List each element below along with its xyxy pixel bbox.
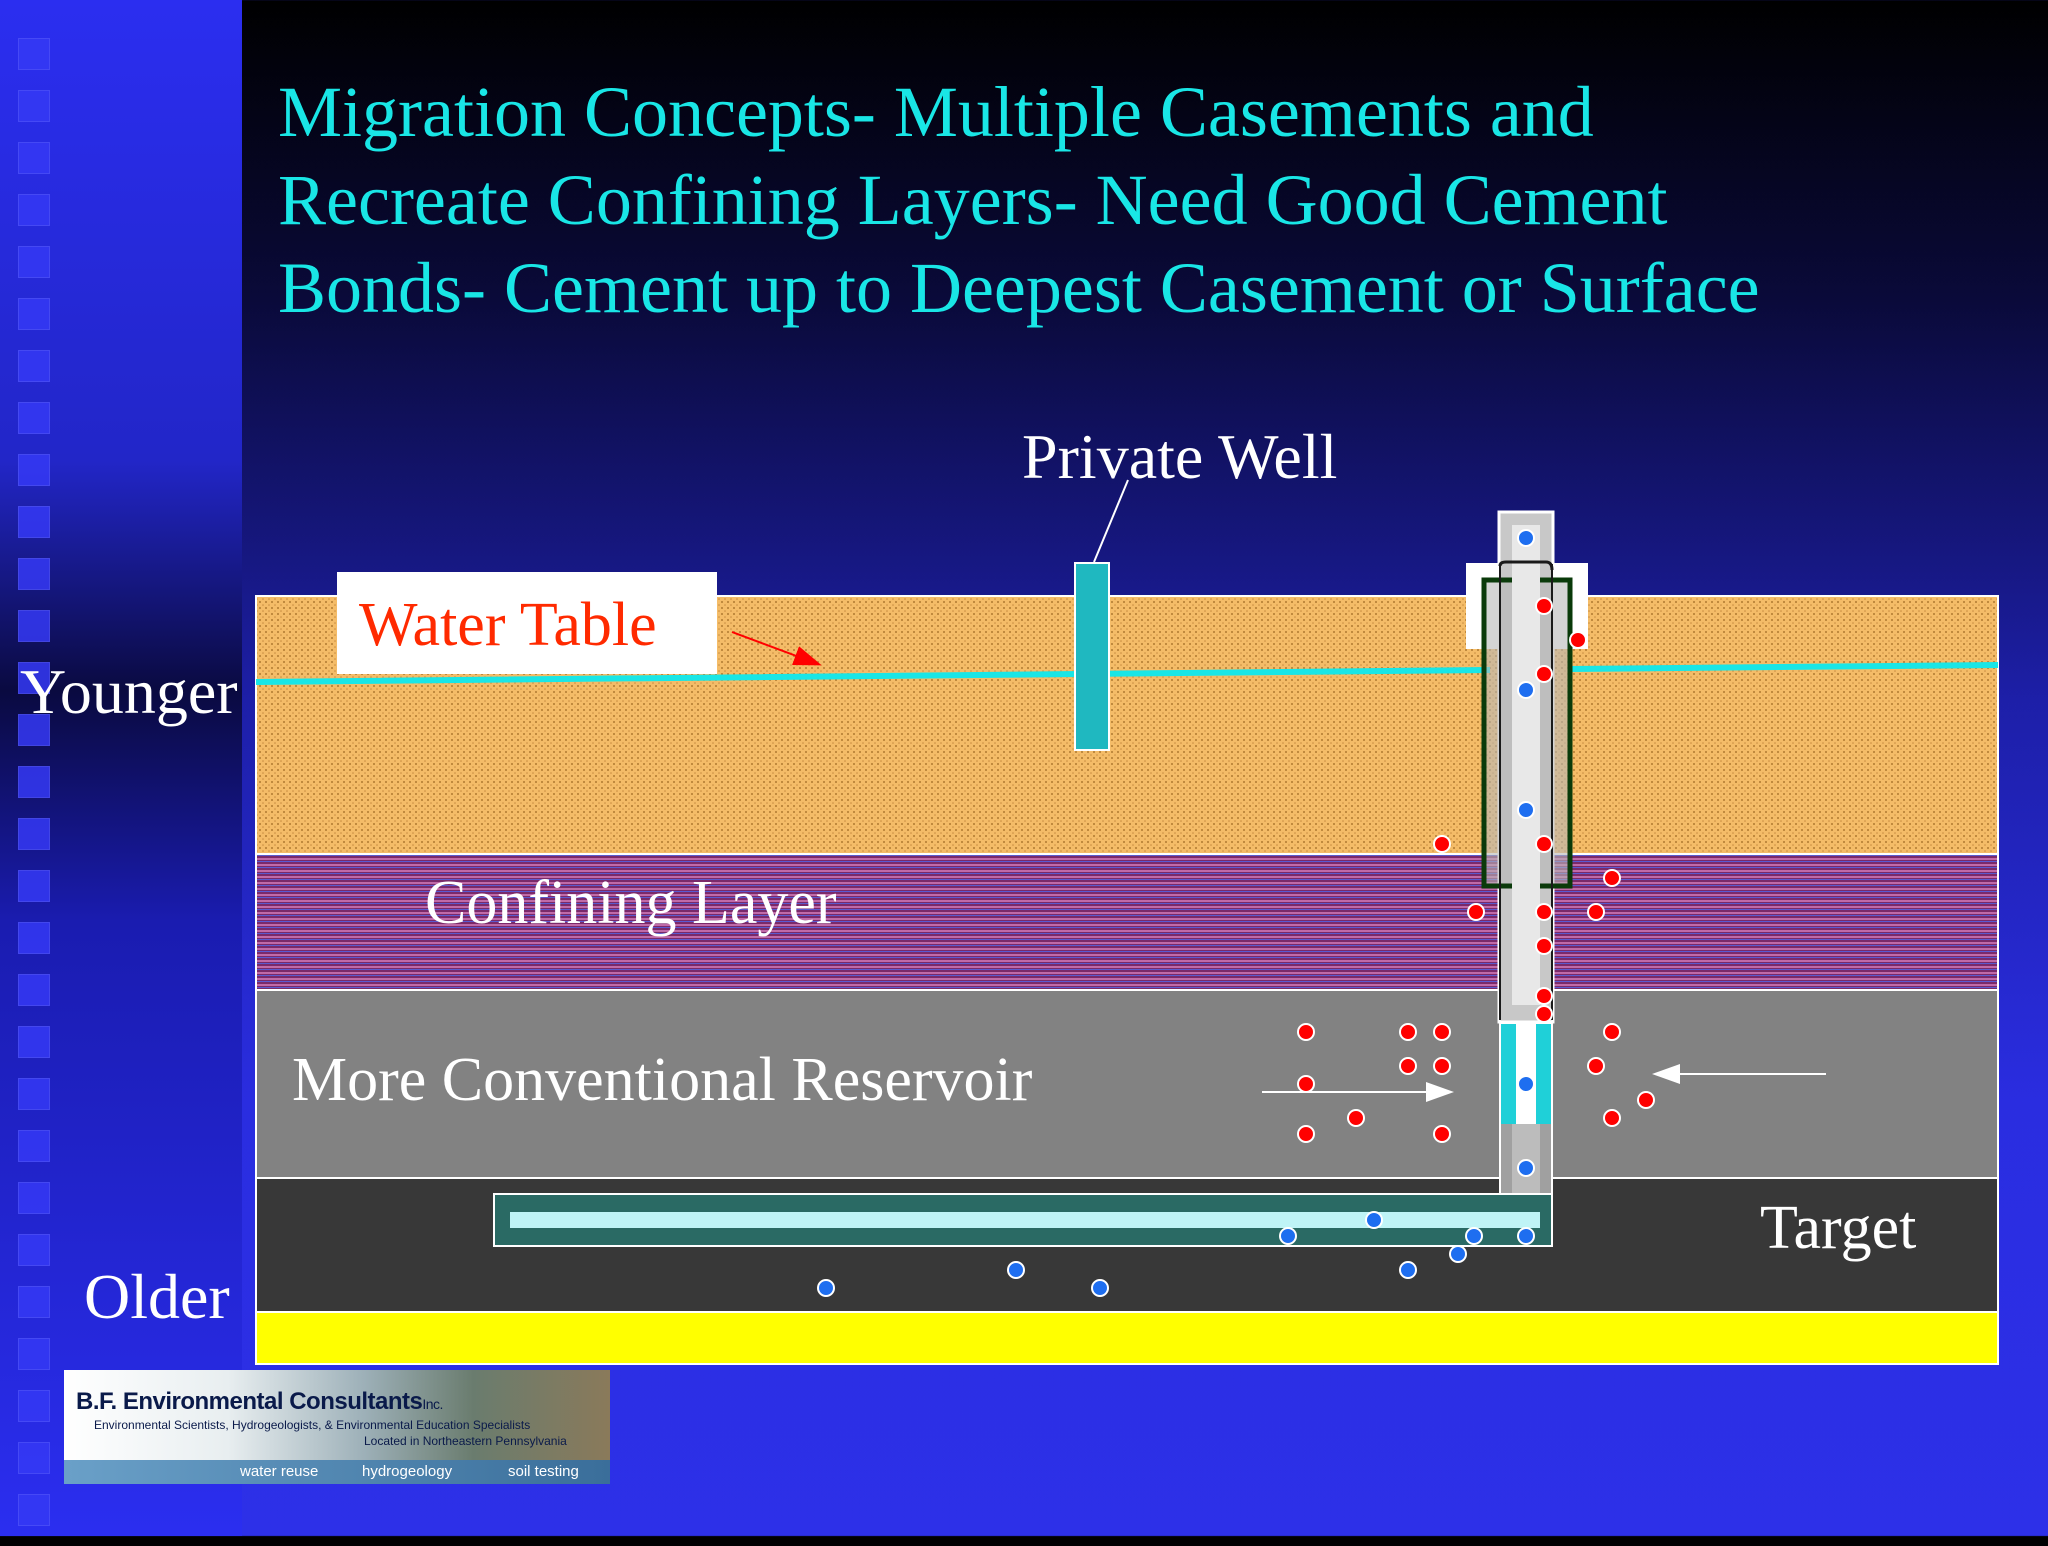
gas-particle (1433, 1023, 1451, 1041)
younger-label: Younger (20, 656, 238, 727)
water-table-callout: Water Table (337, 572, 717, 674)
water-particle (1517, 1159, 1535, 1177)
logo-location: Located in Northeastern Pennsylvania (364, 1434, 567, 1448)
water-particle (1465, 1227, 1483, 1245)
slide-title: Migration Concepts- Multiple Casements a… (278, 68, 1998, 332)
water-particle (1091, 1279, 1109, 1297)
logo-service: water reuse (240, 1463, 319, 1480)
water-particles (817, 529, 1535, 1297)
gas-particle (1467, 903, 1485, 921)
gas-particle (1569, 631, 1587, 649)
title-line: Bonds- Cement up to Deepest Casement or … (278, 248, 1760, 328)
decorative-squares (18, 38, 52, 1546)
company-logo: B.F. Environmental ConsultantsInc. Envir… (64, 1370, 610, 1484)
gas-particle (1603, 1023, 1621, 1041)
water-particle (1517, 1227, 1535, 1245)
gas-particle (1535, 597, 1553, 615)
gas-particle (1433, 1057, 1451, 1075)
gas-particle (1535, 987, 1553, 1005)
gas-particle (1399, 1023, 1417, 1041)
gas-particle (1347, 1109, 1365, 1127)
gas-particle (1587, 1057, 1605, 1075)
water-particle (1517, 1075, 1535, 1093)
logo-suffix: Inc. (422, 1396, 443, 1412)
gas-particle (1399, 1057, 1417, 1075)
gas-particle (1297, 1075, 1315, 1093)
reservoir-label: More Conventional Reservoir (292, 1046, 1033, 1114)
water-particle (1449, 1245, 1467, 1263)
confining-layer (255, 853, 1999, 991)
gas-particle (1637, 1091, 1655, 1109)
private-well-pointer (1093, 479, 1129, 563)
title-line: Migration Concepts- Multiple Casements a… (278, 72, 1594, 152)
left-decorative-band (0, 0, 242, 1536)
water-particle (1517, 529, 1535, 547)
private-well-label: Private Well (1022, 421, 1338, 492)
confining-layer-label: Confining Layer (425, 869, 837, 937)
gas-particle (1433, 1125, 1451, 1143)
logo-service: hydrogeology (362, 1463, 453, 1480)
logo-services-bar: water reuse hydrogeology soil testing (64, 1460, 610, 1484)
water-particle (1279, 1227, 1297, 1245)
water-particle (1365, 1211, 1383, 1229)
water-particle (1517, 801, 1535, 819)
basement-layer (255, 1311, 1999, 1365)
gas-particle (1535, 835, 1553, 853)
logo-tagline: Environmental Scientists, Hydrogeologist… (94, 1418, 531, 1432)
perforation-channel (1516, 1024, 1536, 1124)
water-table-pointer (731, 631, 822, 666)
gas-particle (1587, 903, 1605, 921)
gas-particle (1297, 1125, 1315, 1143)
gas-particle (1603, 869, 1621, 887)
target-label: Target (1760, 1194, 1917, 1262)
lateral-bore (510, 1212, 1540, 1228)
logo-service: soil testing (508, 1463, 579, 1480)
water-table-line (255, 662, 1999, 685)
water-particle (1007, 1261, 1025, 1279)
gas-particle (1433, 835, 1451, 853)
gas-particle (1297, 1023, 1315, 1041)
private-well (1074, 562, 1110, 751)
gas-particle (1535, 937, 1553, 955)
gas-particles (1297, 597, 1655, 1143)
older-label: Older (84, 1261, 230, 1332)
water-particle (1517, 681, 1535, 699)
casing-cap (1498, 560, 1554, 571)
gas-particle (1535, 903, 1553, 921)
water-particle (1399, 1261, 1417, 1279)
logo-name: B.F. Environmental ConsultantsInc. (76, 1388, 443, 1415)
gas-particle (1603, 1109, 1621, 1127)
gas-particle (1535, 665, 1553, 683)
inner-tubing (1512, 525, 1540, 1005)
gas-particle (1535, 1005, 1553, 1023)
title-line: Recreate Confining Layers- Need Good Cem… (278, 160, 1668, 240)
water-table-label: Water Table (359, 591, 657, 659)
reservoir-layer (255, 989, 1999, 1179)
water-particle (817, 1279, 835, 1297)
